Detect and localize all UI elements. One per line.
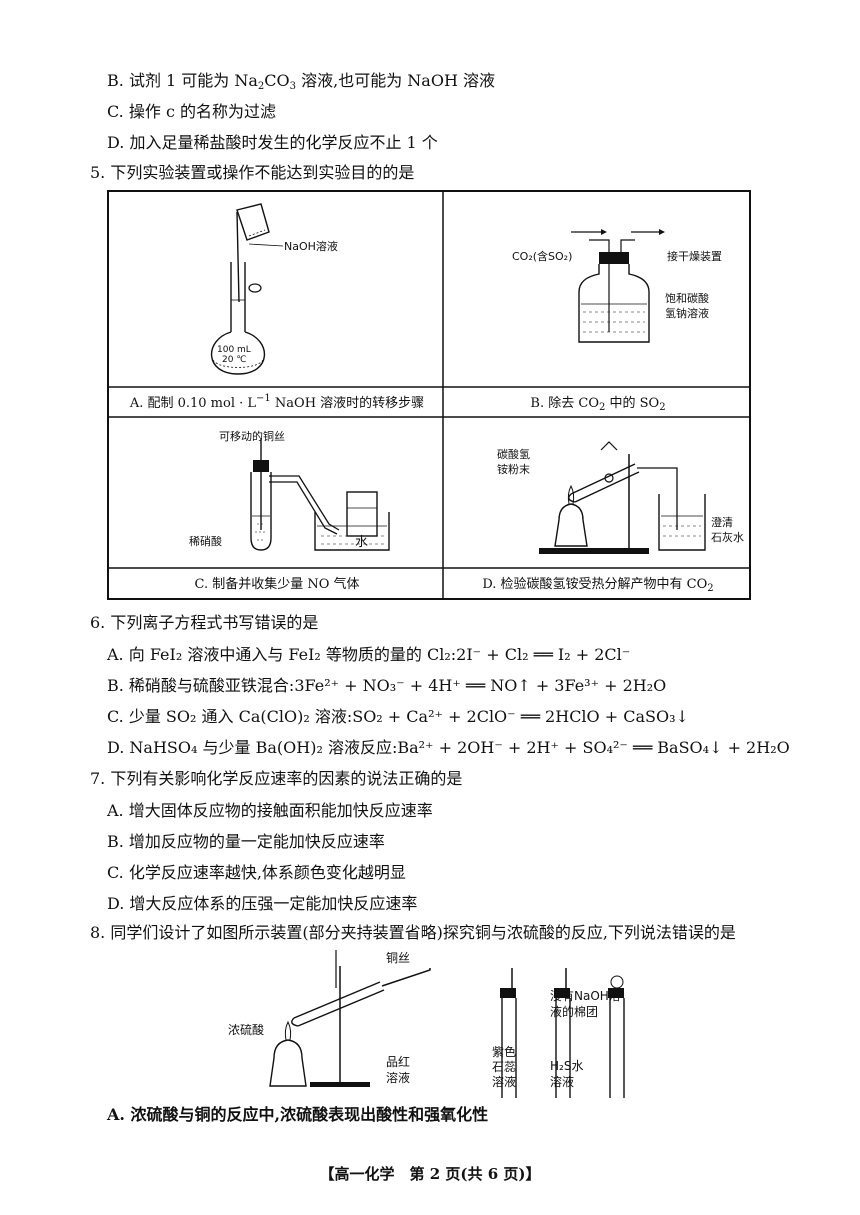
label-limewater-2: 石灰水	[711, 531, 744, 544]
panel-d-thermal-decomposition	[539, 441, 706, 554]
q8-label-cotton-2: 液的棉团	[550, 1005, 599, 1019]
q8-option-a: A. 浓硫酸与铜的反应中,浓硫酸表现出酸性和强氧化性	[107, 1105, 489, 1124]
label-nahco3-2: 氢钠溶液	[665, 307, 709, 320]
q7-option-d: D. 增大反应体系的压强一定能加快反应速率	[107, 894, 418, 913]
q5-apparatus-grid: NaOH溶液 100 mL 20 ℃ A. 配制 0.10 mol · L−1 …	[107, 190, 751, 600]
panel-b-gas-washing-bottle	[571, 229, 665, 343]
q8-label-litmus-2: 石蕊	[492, 1060, 517, 1074]
q4-option-c: C. 操作 c 的名称为过滤	[107, 102, 276, 121]
q8-label-pinhong-1: 品红	[386, 1055, 411, 1069]
q8-label-pinhong-2: 溶液	[386, 1071, 411, 1085]
q6-option-c: C. 少量 SO₂ 通入 Ca(ClO)₂ 溶液:SO₂ + Ca²⁺ + 2C…	[107, 707, 689, 726]
grid-lines	[107, 190, 751, 600]
q6-option-d: D. NaHSO₄ 与少量 Ba(OH)₂ 溶液反应:Ba²⁺ + 2OH⁻ +…	[107, 738, 790, 757]
label-outlet-dryer: 接干燥装置	[667, 250, 722, 263]
panel-c-no-generator	[250, 438, 390, 551]
q7-option-c: C. 化学反应速率越快,体系颜色变化越明显	[107, 863, 406, 882]
q8-label-cotton-1: 浸有NaOH溶	[550, 989, 621, 1003]
q7-stem: 7. 下列有关影响化学反应速率的因素的说法正确的是	[90, 769, 463, 788]
label-nh4hco3-2: 铵粉末	[497, 463, 530, 476]
q8-label-acid: 浓硫酸	[228, 1023, 265, 1037]
q8-apparatus	[269, 950, 625, 1098]
label-dilute-nitric: 稀硝酸	[189, 535, 222, 548]
label-limewater-1: 澄清	[711, 516, 733, 529]
q5-stem: 5. 下列实验装置或操作不能达到实验目的的是	[90, 163, 415, 182]
label-water: 水	[355, 535, 369, 550]
flask-label-temp: 20 ℃	[222, 355, 247, 365]
q8-label-copper: 铜丝	[386, 951, 411, 965]
q4-option-d: D. 加入足量稀盐酸时发生的化学反应不止 1 个	[107, 133, 438, 152]
label-inlet-co2: CO₂(含SO₂)	[512, 250, 573, 263]
q7-option-a: A. 增大固体反应物的接触面积能加快反应速率	[107, 801, 433, 820]
caption-a: A. 配制 0.10 mol · L−1 NaOH 溶液时的转移步骤	[129, 393, 425, 412]
q8-label-litmus-1: 紫色	[492, 1045, 517, 1059]
q6-option-a: A. 向 FeI₂ 溶液中通入与 FeI₂ 等物质的量的 Cl₂:2I⁻ + C…	[107, 645, 631, 664]
q4-option-b: B. 试剂 1 可能为 Na2CO3 溶液,也可能为 NaOH 溶液	[107, 71, 495, 92]
q8-label-h2s-2: 溶液	[550, 1075, 575, 1089]
q8-label-h2s-1: H₂S水	[550, 1059, 584, 1073]
q8-label-litmus-3: 溶液	[492, 1075, 517, 1089]
label-copper-wire: 可移动的铜丝	[219, 430, 285, 443]
q6-option-b: B. 稀硝酸与硫酸亚铁混合:3Fe²⁺ + NO₃⁻ + 4H⁺ ══ NO↑ …	[107, 676, 667, 695]
label-nh4hco3-1: 碳酸氢	[497, 448, 530, 461]
q6-stem: 6. 下列离子方程式书写错误的是	[90, 613, 319, 632]
label-naoh-solution: NaOH溶液	[284, 240, 338, 253]
label-nahco3-1: 饱和碳酸	[665, 292, 709, 305]
flask-label-volume: 100 mL	[217, 345, 251, 355]
pointer-line	[248, 243, 284, 247]
q8-stem: 8. 同学们设计了如图所示装置(部分夹持装置省略)探究铜与浓硫酸的反应,下列说法…	[90, 923, 736, 942]
caption-c: C. 制备并收集少量 NO 气体	[194, 577, 360, 592]
caption-b: B. 除去 CO2 中的 SO2	[530, 396, 666, 413]
q7-option-b: B. 增加反应物的量一定能加快反应速率	[107, 832, 385, 851]
panel-a-volumetric-flask	[210, 203, 270, 375]
caption-d: D. 检验碳酸氢铵受热分解产物中有 CO2	[482, 577, 714, 594]
page-footer: 【高一化学 第 2 页(共 6 页)】	[319, 1165, 541, 1183]
